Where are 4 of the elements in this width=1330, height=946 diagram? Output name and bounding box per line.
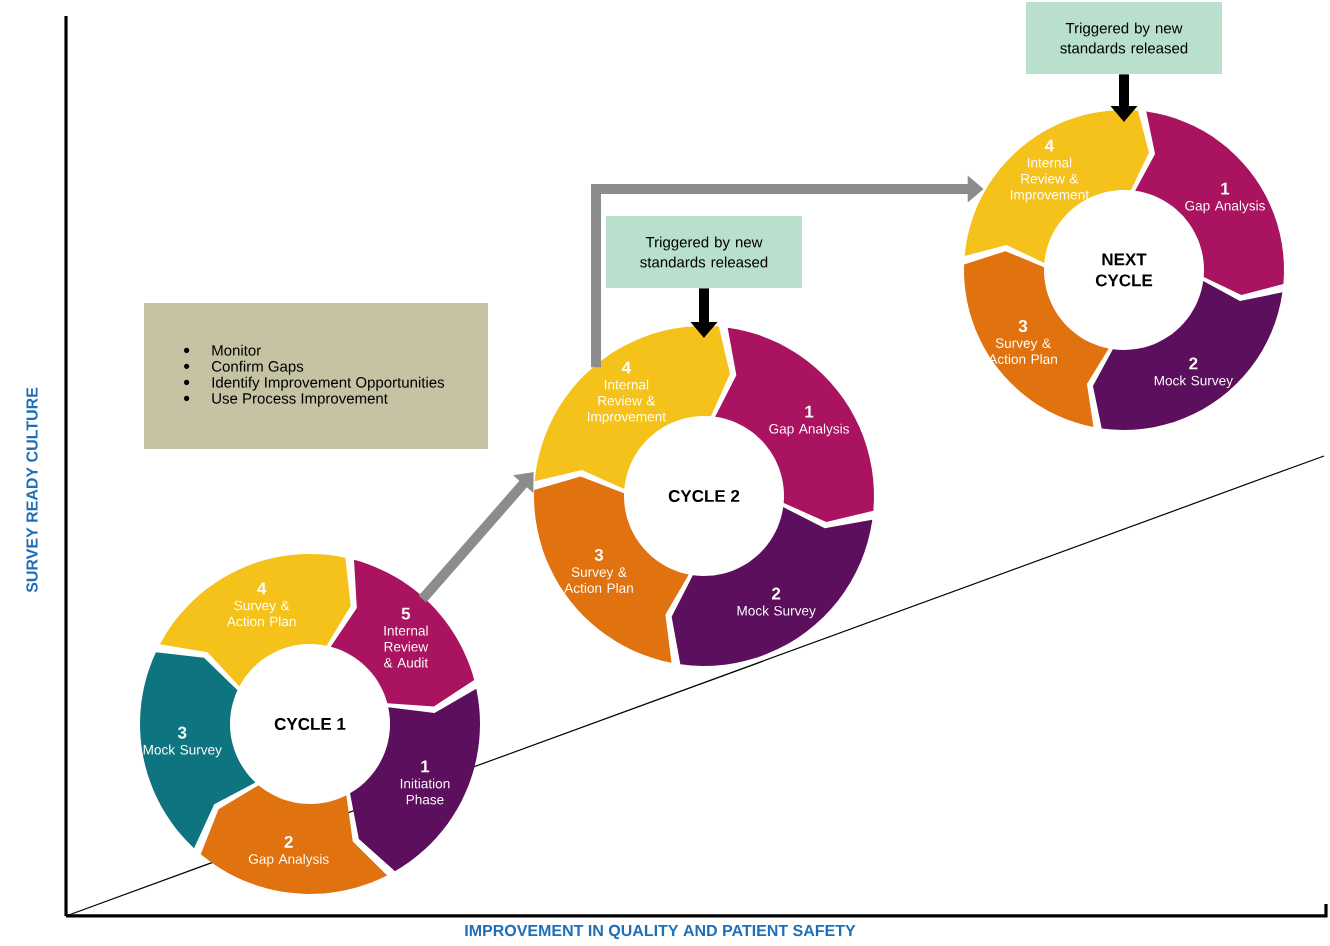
axis-label: SURVEY READY CULTURE (26, 387, 38, 593)
axis-label: IMPROVEMENT IN QUALITY AND PATIENT SAFETY (465, 924, 856, 940)
arrow (418, 472, 534, 603)
cycle-label: CYCLE 1 (274, 717, 346, 730)
